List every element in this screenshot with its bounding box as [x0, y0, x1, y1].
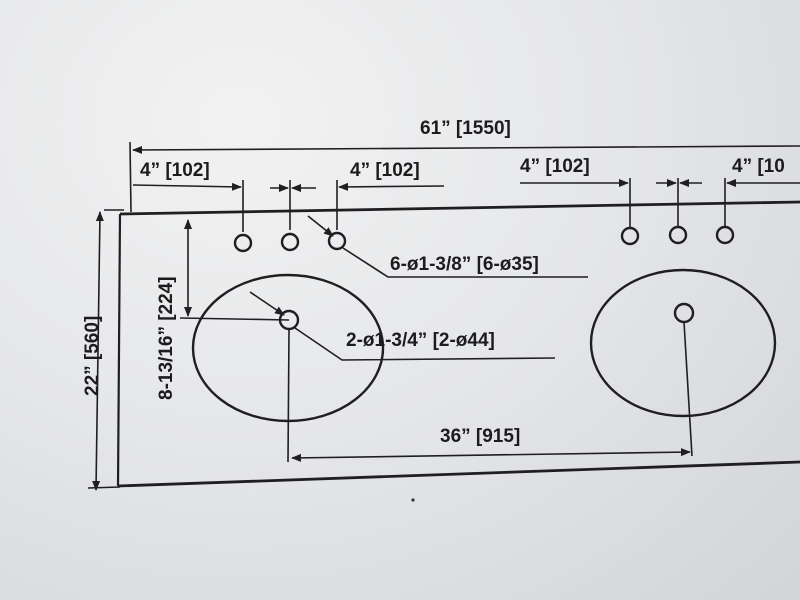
front-to-drain-dimension: 8-13/16” [224] [156, 219, 290, 400]
faucet-hole-callout: 6-ø1-3/8” [6-ø35] [307, 215, 588, 278]
right-spacing-label-a: 4” [102] [520, 156, 590, 177]
right-faucet-group: 4” [102] 4” [10 [520, 156, 800, 246]
faucet-hole-left-3 [327, 231, 347, 251]
drain-hole-label: 2-ø1-3/4” [2-ø44] [346, 330, 495, 351]
sink-center-dimension: 36” [915] [287, 321, 693, 463]
faucet-hole-right-1 [620, 226, 640, 246]
faucet-hole-left-2 [280, 232, 300, 252]
countertop-outline [116, 200, 800, 488]
overall-depth-label: 22” [560] [82, 316, 103, 396]
right-sink-basin [589, 268, 777, 418]
sink-center-label: 36” [915] [440, 426, 520, 447]
left-faucet-group: 4” [102] 4” [102] [132, 160, 445, 253]
overall-width-label: 61” [1550] [420, 118, 511, 139]
overall-depth-dimension: 22” [560] [82, 209, 124, 491]
faucet-hole-right-2 [668, 225, 688, 245]
left-spacing-label-a: 4” [102] [140, 160, 210, 181]
drain-hole-callout: 2-ø1-3/4” [2-ø44] [249, 291, 556, 361]
faucet-hole-left-1 [233, 233, 253, 253]
overall-width-dimension: 61” [1550] [129, 118, 800, 213]
right-drain-hole [673, 302, 695, 324]
right-spacing-label-b: 4” [10 [732, 156, 785, 177]
faucet-hole-label: 6-ø1-3/8” [6-ø35] [390, 254, 539, 275]
front-to-drain-label: 8-13/16” [224] [156, 276, 177, 400]
left-spacing-label-b: 4” [102] [350, 160, 420, 181]
faucet-hole-right-3 [715, 225, 735, 245]
paper-speck [411, 498, 415, 502]
